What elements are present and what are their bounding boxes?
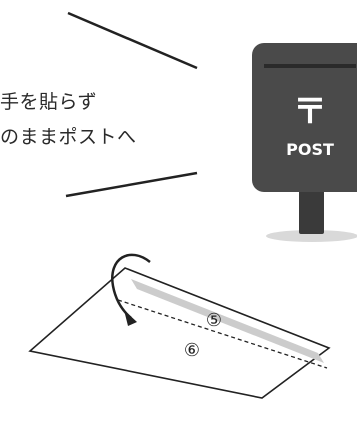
postbox-label: POST: [286, 140, 334, 159]
instruction-line-2: のままポストへ: [0, 126, 137, 148]
instruction-line-1: 手を貼らず: [0, 91, 98, 113]
fold-line: [117, 299, 328, 369]
glue-strip: [131, 279, 324, 363]
envelope-diagram: ⑤ ⑥: [28, 253, 331, 399]
step-6-label: ⑥: [184, 340, 200, 361]
pointer-line-bottom: [65, 171, 198, 198]
step-5-label: ⑤: [206, 310, 222, 331]
postbox-body: [252, 43, 357, 192]
postbox-shadow: [266, 230, 357, 242]
postal-mark-icon: 〒: [293, 92, 327, 132]
postbox-stand: [299, 188, 324, 234]
envelope-outline: [28, 267, 331, 399]
pointer-line-top: [67, 11, 198, 70]
postbox-slot: [264, 64, 356, 68]
postbox-icon: 〒 POST: [252, 43, 357, 242]
fold-arrowhead-icon: [124, 310, 137, 326]
